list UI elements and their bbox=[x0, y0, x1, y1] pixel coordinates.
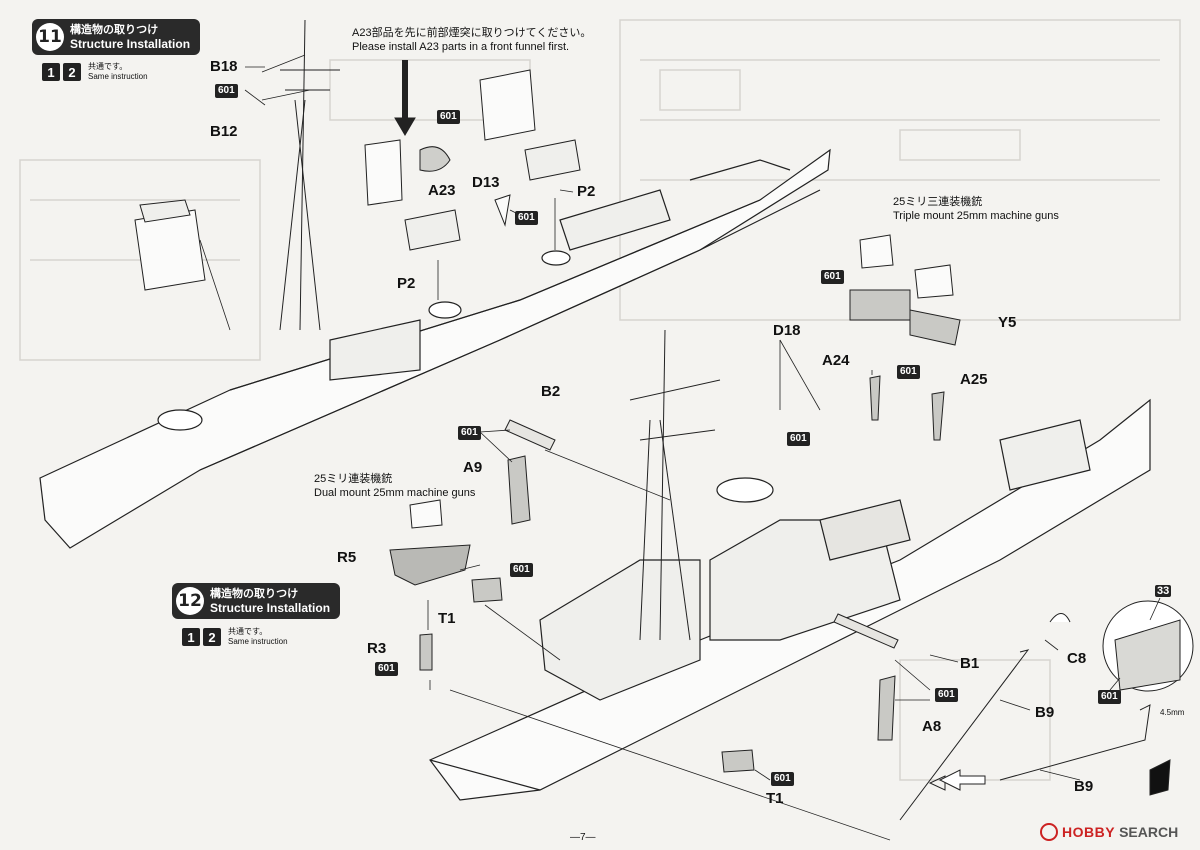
part-label-b2: B2 bbox=[541, 383, 561, 400]
part-label-y5: Y5 bbox=[998, 314, 1017, 331]
step-11-number: 11 bbox=[36, 23, 64, 51]
step-11-variants: 1 2 共通です。 Same instruction bbox=[42, 62, 148, 82]
same-instruction-jp: 共通です。 bbox=[228, 627, 268, 636]
part-label-r3: R3 bbox=[367, 640, 387, 657]
variant-1-badge: 1 bbox=[182, 628, 200, 646]
glue-tag: 601 bbox=[215, 84, 238, 98]
part-label-b18: B18 bbox=[210, 58, 238, 75]
step-12-variants: 1 2 共通です。 Same instruction bbox=[182, 627, 288, 647]
step-12-number: 12 bbox=[176, 587, 204, 615]
watermark-logo: HOBBY SEARCH bbox=[1040, 823, 1178, 841]
dual-mount-en: Dual mount 25mm machine guns bbox=[314, 487, 476, 499]
parts bbox=[134, 60, 1194, 821]
variant-2-badge: 2 bbox=[203, 628, 221, 646]
step-12-title-en: Structure Installation bbox=[210, 601, 331, 615]
hull-upper bbox=[39, 148, 831, 549]
part-label-p2-a: P2 bbox=[577, 183, 596, 200]
triple-mount-en: Triple mount 25mm machine guns bbox=[893, 210, 1059, 222]
part-label-33: 33 bbox=[1155, 585, 1172, 597]
glue-tag: 601 bbox=[935, 688, 958, 702]
variant-1-badge: 1 bbox=[42, 63, 60, 81]
part-label-c8: C8 bbox=[1067, 650, 1087, 667]
variant-2-badge: 2 bbox=[63, 63, 81, 81]
part-label-t1-b: T1 bbox=[766, 790, 784, 807]
same-instruction-en: Same instruction bbox=[228, 637, 288, 646]
glue-tag: 601 bbox=[510, 563, 533, 577]
step-11-header: 11 構造物の取りつけ Structure Installation bbox=[32, 19, 201, 55]
triple-mount-note: 25ミリ三連装機銃 Triple mount 25mm machine guns bbox=[893, 195, 1059, 223]
dual-mount-note: 25ミリ連装機銃 Dual mount 25mm machine guns bbox=[314, 472, 475, 500]
same-instruction-en: Same instruction bbox=[88, 72, 148, 81]
part-label-a9: A9 bbox=[463, 459, 483, 476]
a23-note: A23部品を先に前部煙突に取りつけてください。 Please install A… bbox=[352, 26, 591, 54]
glue-tag: 601 bbox=[897, 365, 920, 379]
part-label-b12: B12 bbox=[210, 123, 238, 140]
glue-tag: 601 bbox=[375, 662, 398, 676]
part-label-b1: B1 bbox=[960, 655, 980, 672]
dual-mount-jp: 25ミリ連装機銃 bbox=[314, 473, 393, 485]
hobby-search-logo-icon bbox=[1040, 823, 1058, 841]
a23-note-en: Please install A23 parts in a front funn… bbox=[352, 41, 570, 53]
part-label-a8: A8 bbox=[922, 718, 942, 735]
part-label-b9-b: B9 bbox=[1074, 778, 1094, 795]
part-label-b9-a: B9 bbox=[1035, 704, 1055, 721]
step-12-title-jp: 構造物の取りつけ bbox=[210, 588, 299, 600]
step-12-header: 12 構造物の取りつけ Structure Installation bbox=[172, 583, 341, 619]
glue-tag: 601 bbox=[787, 432, 810, 446]
step-11-title-jp: 構造物の取りつけ bbox=[70, 24, 159, 36]
watermark-suffix: SEARCH bbox=[1119, 824, 1179, 840]
hull-lower bbox=[429, 398, 1151, 801]
glue-tag: 601 bbox=[821, 270, 844, 284]
glue-tag: 601 bbox=[515, 211, 538, 225]
masts bbox=[279, 19, 721, 641]
part-label-d13: D13 bbox=[472, 174, 500, 191]
a23-note-jp: A23部品を先に前部煙突に取りつけてください。 bbox=[352, 27, 592, 39]
part-label-d18: D18 bbox=[773, 322, 801, 339]
step-11-title-en: Structure Installation bbox=[70, 37, 191, 51]
part-label-p2-b: P2 bbox=[397, 275, 416, 292]
part-label-a24: A24 bbox=[822, 352, 850, 369]
same-instruction-jp: 共通です。 bbox=[88, 62, 128, 71]
page-number: —7— bbox=[570, 832, 596, 843]
glue-tag: 601 bbox=[1098, 690, 1121, 704]
glue-tag: 601 bbox=[437, 110, 460, 124]
part-label-t1-a: T1 bbox=[438, 610, 456, 627]
leader-lines bbox=[199, 54, 1161, 841]
part-label-a25: A25 bbox=[960, 371, 988, 388]
part-label-r5: R5 bbox=[337, 549, 357, 566]
part-label-a23: A23 bbox=[428, 182, 456, 199]
watermark-brand: HOBBY bbox=[1062, 824, 1116, 840]
glue-tag: 601 bbox=[458, 426, 481, 440]
glue-tag: 601 bbox=[771, 772, 794, 786]
triple-mount-jp: 25ミリ三連装機銃 bbox=[893, 196, 983, 208]
dimension-label: 4.5mm bbox=[1160, 708, 1185, 717]
